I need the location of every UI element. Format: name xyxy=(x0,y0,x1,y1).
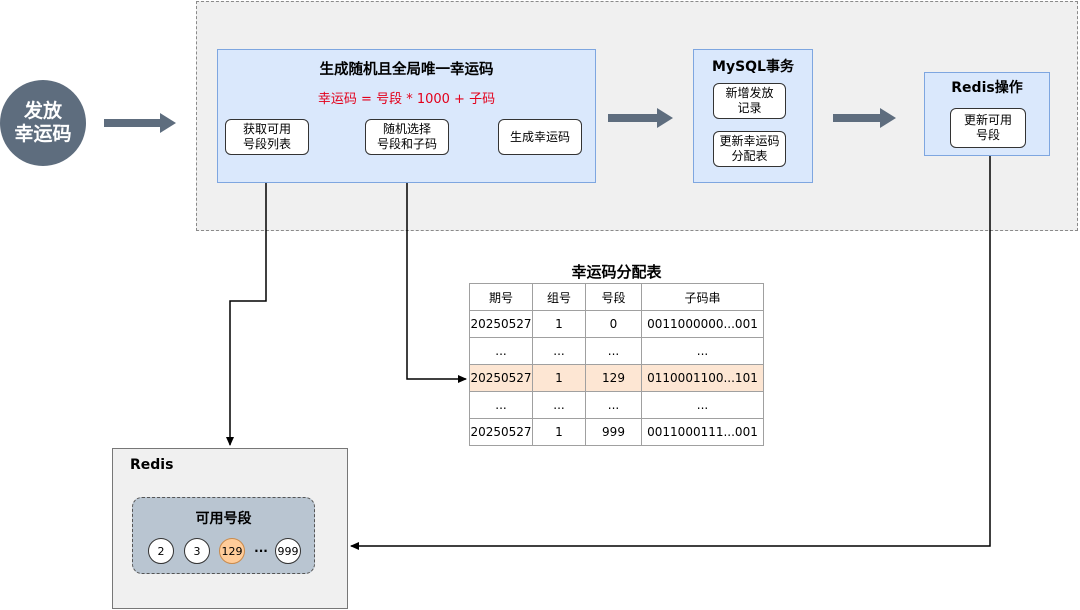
table-cell: ... xyxy=(585,391,642,419)
allocation-table: 期号 组号 号段 子码串 20250527 1 0 0011000000...0… xyxy=(469,283,764,446)
step-rupd-line1: 更新可用 xyxy=(963,113,1012,127)
redis-title: Redis xyxy=(130,457,174,473)
table-header-cell: 组号 xyxy=(532,283,586,311)
table-cell: ... xyxy=(532,391,586,419)
table-row-highlighted: 20250527 1 129 0110001100...101 xyxy=(469,364,764,392)
table-row: ... ... ... ... xyxy=(469,337,764,365)
table-cell: 1 xyxy=(532,418,586,446)
segment-slot: 3 xyxy=(184,538,210,564)
step-add-issue-record: 新增发放 记录 xyxy=(713,83,786,119)
table-header-cell: 号段 xyxy=(585,283,642,311)
table-row: 20250527 1 0 0011000000...001 xyxy=(469,310,764,338)
step-update-available-segments: 更新可用 号段 xyxy=(950,108,1026,148)
step-rand-line1: 随机选择 xyxy=(382,122,431,136)
step-upd-line1: 更新幸运码 xyxy=(719,134,780,148)
connector-get-to-redis xyxy=(226,155,267,446)
segment-slot: 2 xyxy=(148,538,174,564)
issue-label-line1: 发放 xyxy=(23,100,62,122)
block-arrow-3 xyxy=(833,108,896,128)
mysql-title: MySQL事务 xyxy=(712,59,794,75)
table-cell: ... xyxy=(469,391,533,419)
table-header-cell: 子码串 xyxy=(641,283,764,311)
table-cell: 1 xyxy=(532,310,586,338)
step-random-select: 随机选择 号段和子码 xyxy=(365,119,449,155)
connector-select-to-table xyxy=(406,155,467,383)
table-cell: 0011000111...001 xyxy=(641,418,764,446)
allocation-table-title: 幸运码分配表 xyxy=(571,263,662,281)
table-cell: 0110001100...101 xyxy=(641,364,764,392)
connector-redis-update xyxy=(350,148,991,550)
table-cell: 1 xyxy=(532,364,586,392)
table-cell: 20250527 xyxy=(469,418,533,446)
slot-ellipsis: ··· xyxy=(254,544,268,558)
table-cell: 129 xyxy=(585,364,642,392)
issue-label-line2: 幸运码 xyxy=(14,123,72,145)
table-cell: 20250527 xyxy=(469,310,533,338)
block-arrow-1 xyxy=(104,113,176,133)
generate-panel xyxy=(217,49,596,183)
generate-title: 生成随机且全局唯一幸运码 xyxy=(319,62,494,78)
table-cell: ... xyxy=(641,391,764,419)
table-cell: 0011000000...001 xyxy=(641,310,764,338)
step-get-line2: 号段列表 xyxy=(242,137,291,151)
table-cell: ... xyxy=(641,337,764,365)
step-rupd-line2: 号段 xyxy=(975,128,1000,142)
step-upd-line2: 分配表 xyxy=(731,149,768,163)
pool-title: 可用号段 xyxy=(195,511,252,527)
table-cell: ... xyxy=(585,337,642,365)
table-header-cell: 期号 xyxy=(469,283,533,311)
formula-label: 幸运码 = 号段 * 1000 + 子码 xyxy=(317,92,496,107)
table-cell: 0 xyxy=(585,310,642,338)
table-cell: 20250527 xyxy=(469,364,533,392)
table-cell: ... xyxy=(532,337,586,365)
step-rand-line2: 号段和子码 xyxy=(376,137,437,151)
step-update-allocation-table: 更新幸运码 分配表 xyxy=(713,131,786,167)
step-get-segment-list: 获取可用 号段列表 xyxy=(225,119,309,155)
segment-slot: 999 xyxy=(275,538,301,564)
table-header-row: 期号 组号 号段 子码串 xyxy=(469,283,764,311)
table-row: ... ... ... ... xyxy=(469,391,764,419)
step-new-line1: 新增发放 xyxy=(725,86,774,100)
block-arrow-2 xyxy=(608,108,673,128)
redis-operation-title: Redis操作 xyxy=(951,80,1023,96)
step-get-line1: 获取可用 xyxy=(242,122,291,136)
step-new-line2: 记录 xyxy=(737,101,762,115)
table-cell: 999 xyxy=(585,418,642,446)
issue-lucky-code-node: 发放 幸运码 xyxy=(0,80,86,166)
table-row: 20250527 1 999 0011000111...001 xyxy=(469,418,764,446)
step-generate-code: 生成幸运码 xyxy=(498,119,582,155)
table-cell: ... xyxy=(469,337,533,365)
segment-slot-highlighted: 129 xyxy=(219,538,245,564)
